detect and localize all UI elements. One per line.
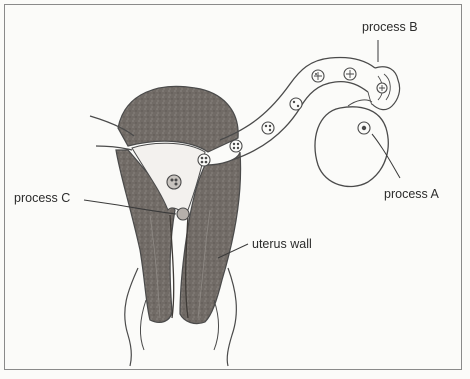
label-process-a: process A xyxy=(384,187,440,201)
label-process-b: process B xyxy=(362,20,418,34)
follicle-egg-icon xyxy=(358,122,370,134)
label-uterus-wall: uterus wall xyxy=(252,237,312,251)
embryo-cell-icon xyxy=(290,98,302,110)
blastocyst-icon xyxy=(167,175,181,189)
embryo-cell-icon xyxy=(344,68,356,80)
embryo-cell-icon xyxy=(312,70,324,82)
embryo-cell-icon xyxy=(262,122,274,134)
label-process-c: process C xyxy=(14,191,70,205)
implanted-embryo-icon xyxy=(177,208,189,220)
ovary xyxy=(315,100,388,187)
embryo-cell-icon xyxy=(230,140,242,152)
uterus-body xyxy=(116,86,241,323)
fertilization-egg-icon xyxy=(377,83,387,93)
embryo-cell-icon xyxy=(198,154,210,166)
right-fallopian-tube xyxy=(220,57,400,160)
